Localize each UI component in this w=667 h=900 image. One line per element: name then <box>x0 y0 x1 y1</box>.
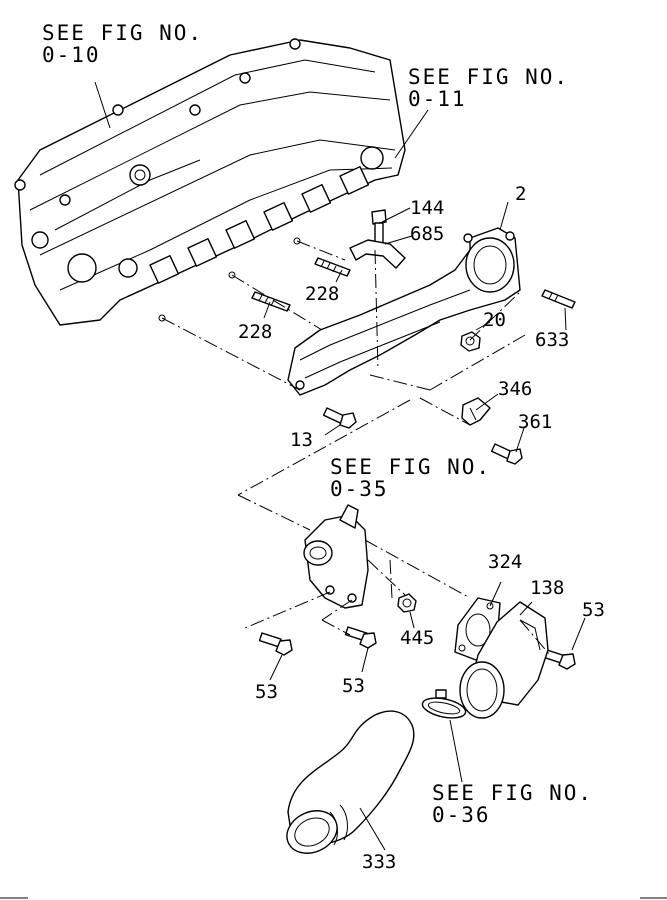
cylinder-head <box>14 38 406 326</box>
part-label-138: 138 <box>530 577 564 599</box>
stud-228-upper <box>314 257 351 277</box>
ref-0-11-line1: SEE FIG NO. <box>408 65 569 89</box>
ref-0-10-line2: 0-10 <box>42 43 101 67</box>
part-label-2: 2 <box>515 183 526 205</box>
ref-leader-0-10 <box>94 81 111 129</box>
bolt-13 <box>322 407 357 429</box>
part-label-633: 633 <box>535 329 569 351</box>
clip-346 <box>461 397 491 426</box>
part-label-228-lower: 228 <box>238 321 272 343</box>
stud-633 <box>541 289 576 309</box>
part-label-361: 361 <box>518 411 552 433</box>
nut-445 <box>397 593 417 613</box>
ref-0-36-line1: SEE FIG NO. <box>432 781 593 805</box>
part-label-20: 20 <box>483 309 506 331</box>
nut-20 <box>460 331 481 352</box>
egr-valve <box>303 504 369 609</box>
part-label-53-middle: 53 <box>342 675 365 697</box>
part-label-228-upper: 228 <box>305 283 339 305</box>
part-label-445: 445 <box>400 627 434 649</box>
bolt-144 <box>371 209 387 244</box>
pipe-138 <box>459 601 549 719</box>
hose-clamp <box>421 689 467 719</box>
bolt-53-left <box>258 632 293 656</box>
ref-0-35-line2: 0-35 <box>330 477 389 501</box>
part-label-324: 324 <box>488 551 522 573</box>
part-label-333: 333 <box>362 851 396 873</box>
ref-0-11-line2: 0-11 <box>408 87 467 111</box>
ref-leader-0-11 <box>394 109 429 159</box>
intake-manifold <box>287 227 521 396</box>
bolt-53-middle <box>344 626 377 649</box>
part-label-53-right: 53 <box>582 599 605 621</box>
ref-0-35-line1: SEE FIG NO. <box>330 455 491 479</box>
hose-333 <box>286 710 415 854</box>
part-label-685: 685 <box>410 223 444 245</box>
stud-228-lower <box>251 291 291 312</box>
part-label-346: 346 <box>498 378 532 400</box>
part-label-144: 144 <box>410 197 444 219</box>
ref-0-36-line2: 0-36 <box>432 803 491 827</box>
part-label-13: 13 <box>290 429 313 451</box>
bracket-685 <box>349 239 406 269</box>
alignment-lines <box>161 240 551 656</box>
part-label-53-left: 53 <box>255 681 278 703</box>
leader-lines <box>263 201 586 851</box>
bolt-53-right <box>543 649 576 670</box>
ref-0-10-line1: SEE FIG NO. <box>42 21 203 45</box>
bolt-361 <box>490 443 523 465</box>
